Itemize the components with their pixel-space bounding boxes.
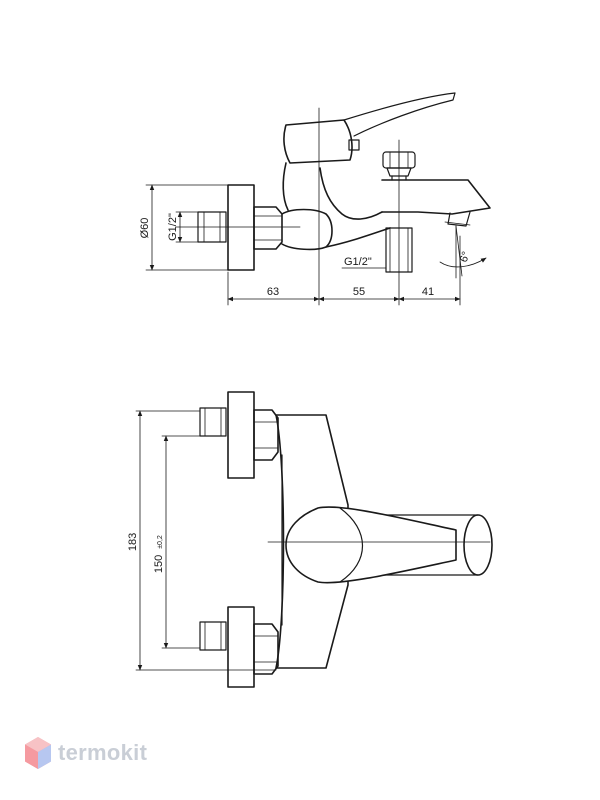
connection-nut <box>253 206 283 250</box>
brand-logo: termokit <box>24 736 147 770</box>
top-view: 183 150 ±0,2 <box>127 391 493 688</box>
lever-top <box>285 506 457 584</box>
spout <box>381 179 491 227</box>
dim-tolerance: ±0,2 <box>157 535 164 549</box>
escutcheon <box>227 184 255 271</box>
dim-63: 63 <box>267 286 279 298</box>
side-view: Ø60 G1/2" G1/2" 63 55 41 6° <box>139 92 491 306</box>
mixer-body-top <box>275 414 349 669</box>
dim-183: 183 <box>127 533 139 551</box>
dim-55: 55 <box>353 286 365 298</box>
spout-top <box>349 514 493 576</box>
dim-diameter: Ø60 <box>139 218 151 239</box>
cube-icon <box>25 737 51 769</box>
inlet-fitting <box>175 211 301 243</box>
upper-inlet <box>199 391 279 479</box>
lever-handle <box>283 92 456 164</box>
mixer-body <box>281 208 333 251</box>
dim-angle: 6° <box>458 250 473 264</box>
dim-41: 41 <box>422 286 434 298</box>
brand-name: termokit <box>58 740 148 765</box>
lower-inlet <box>199 606 279 688</box>
dim-thread-left: G1/2" <box>167 213 179 241</box>
dim-150: 150 <box>153 555 165 573</box>
dim-thread-right: G1/2" <box>344 256 372 268</box>
